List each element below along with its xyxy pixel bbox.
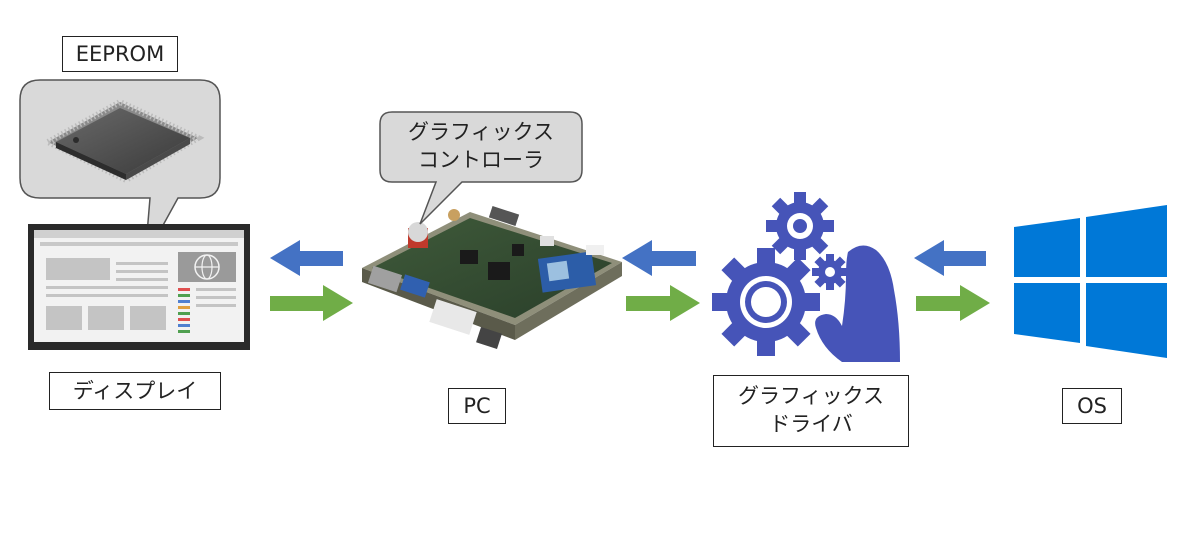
windows-logo-icon: [1014, 205, 1167, 358]
display-label-text: ディスプレイ: [72, 379, 198, 403]
os-label: OS: [1062, 388, 1122, 424]
controller-label-line1: グラフィックス: [408, 120, 554, 144]
pc-label-text: PC: [463, 394, 491, 418]
eeprom-label: EEPROM: [62, 36, 178, 72]
controller-label-line2: コントローラ: [418, 148, 544, 172]
eeprom-label-text: EEPROM: [75, 42, 165, 66]
arrow-left-1: [270, 240, 343, 276]
arrow-right-1: [270, 285, 353, 321]
display-label: ディスプレイ: [49, 372, 221, 410]
driver-label-line1: グラフィックス: [738, 384, 884, 408]
monitor-icon: [28, 224, 250, 350]
arrow-right-2: [626, 285, 700, 321]
controller-label: グラフィックス コントローラ: [380, 118, 582, 174]
os-label-text: OS: [1077, 394, 1107, 418]
pc-label: PC: [448, 388, 506, 424]
arrow-right-3: [916, 285, 990, 321]
gears-hand-icon: [712, 192, 900, 362]
chip-icon: [41, 98, 205, 184]
arrow-left-2: [622, 240, 696, 276]
arrow-left-3: [914, 240, 986, 276]
motherboard-icon: [362, 205, 622, 350]
driver-label-line2: ドライバ: [769, 412, 853, 436]
driver-label: グラフィックス ドライバ: [713, 375, 909, 447]
controller-bubble: [379, 111, 583, 225]
